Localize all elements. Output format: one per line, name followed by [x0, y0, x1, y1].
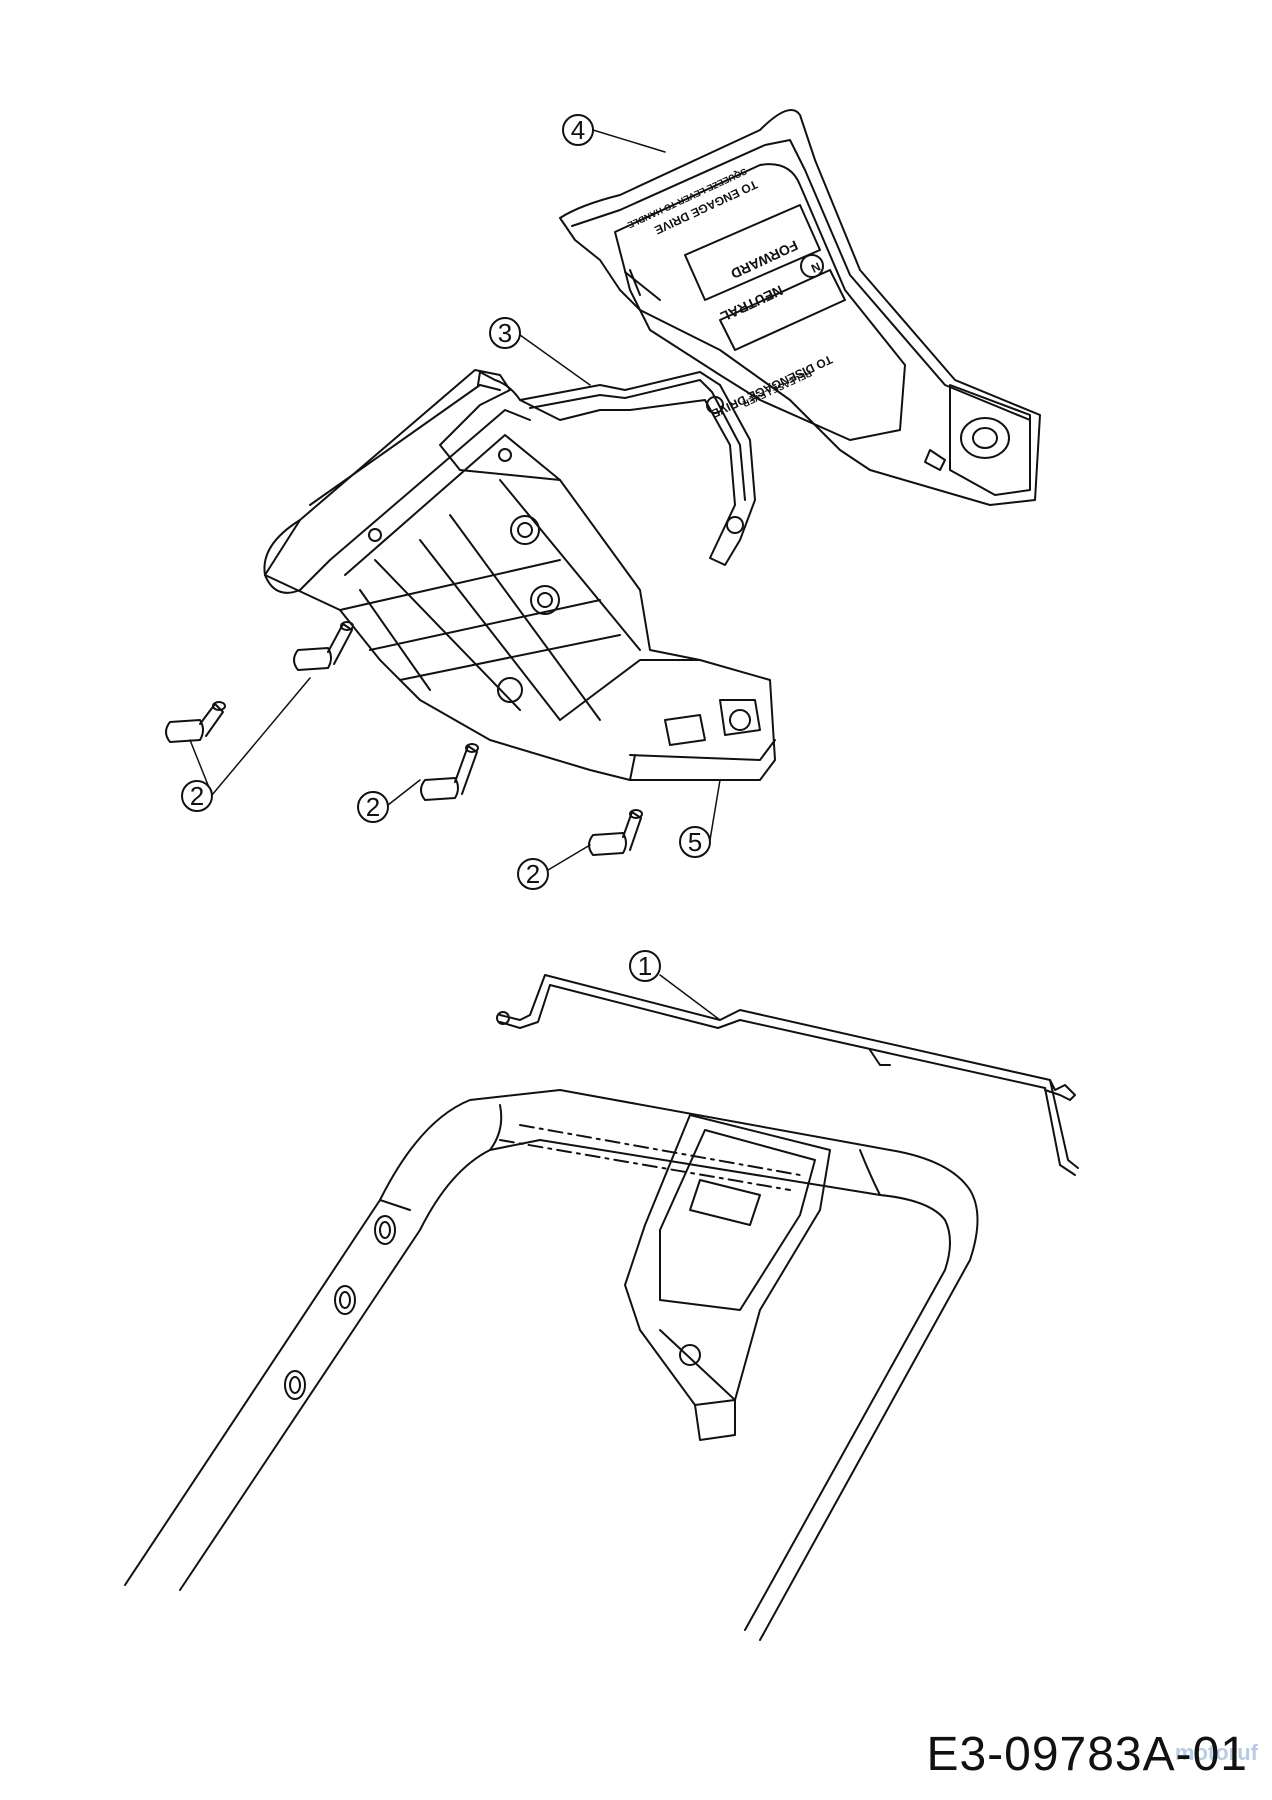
decal-forward: FORWARD	[728, 237, 800, 282]
part-3-drive-lever	[477, 371, 756, 566]
handle-assembly	[124, 1089, 979, 1641]
part-2-bolt-c	[420, 743, 479, 801]
watermark-logo: motoruf	[1174, 1740, 1258, 1765]
callout-5: 5	[679, 826, 711, 858]
svg-text:5: 5	[688, 827, 702, 857]
callout-3: 3	[489, 317, 521, 349]
part-2-bolt-b	[293, 621, 354, 671]
callout-2-right: 2	[517, 858, 549, 890]
part-2-bolt-d	[588, 809, 643, 856]
decal-n-symbol: N	[809, 259, 823, 275]
svg-text:3: 3	[498, 318, 512, 348]
svg-text:4: 4	[571, 115, 585, 145]
part-2-bolt-a	[165, 701, 226, 743]
callout-2-middle: 2	[357, 791, 389, 823]
drawing-number: E3-09783A-01	[926, 1728, 1248, 1781]
callout-4: 4	[562, 114, 594, 146]
part-1-drive-rod	[496, 974, 1079, 1176]
leader-lines	[189, 129, 721, 1021]
svg-text:2: 2	[190, 781, 204, 811]
callout-1: 1	[629, 950, 661, 982]
callout-2-left: 2	[181, 780, 213, 812]
svg-text:2: 2	[526, 859, 540, 889]
svg-text:1: 1	[638, 951, 652, 981]
part-4-lever-cover: TO ENGAGE DRIVE SQUEEZE LEVER TO HANDLE …	[559, 109, 1041, 506]
svg-text:2: 2	[366, 792, 380, 822]
decal-neutral: NEUTRAL	[718, 282, 786, 325]
part-5-lever-housing	[263, 369, 776, 781]
